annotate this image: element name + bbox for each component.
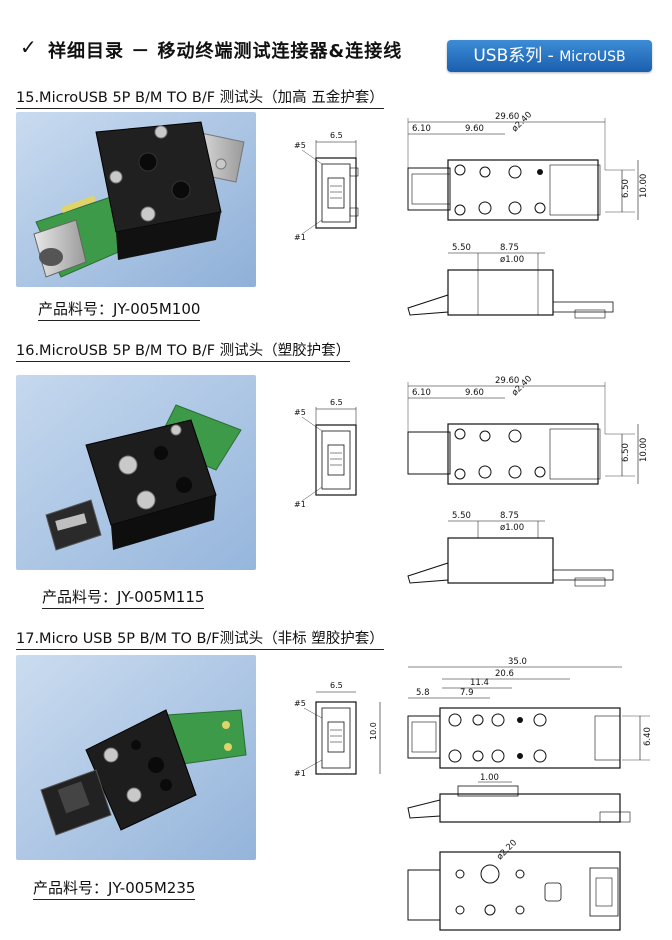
dim-c-label: 7.9 [460, 688, 474, 698]
front-width-label: 6.5 [330, 398, 343, 407]
product-16-side-view: 5.50 8.75 ø1.00 [407, 511, 614, 587]
height-h2-label: 10.00 [639, 438, 649, 462]
dim-b-label: 11.4 [470, 678, 489, 688]
pin-1-label: #1 [294, 233, 306, 242]
product-17-front-view: #5 #1 6.5 10.0 [294, 681, 381, 778]
height-h2-label: 10.00 [639, 174, 649, 198]
pin-1-label: #1 [294, 500, 306, 509]
height-h1-label: 6.50 [621, 179, 631, 198]
dim-d2-label: 9.60 [465, 124, 484, 134]
product-15-side-view: 5.50 8.75 ø1.00 [407, 243, 614, 319]
product-16-front-view: #5 #1 6.5 [294, 398, 357, 509]
front-height-label: 10.0 [369, 722, 378, 740]
front-width-label: 6.5 [330, 131, 343, 140]
product-16-part-number: 产品料号：JY-005M115 [42, 586, 205, 609]
height-h1-label: 6.50 [621, 443, 631, 462]
pin-dia-label: ø1.00 [500, 523, 524, 533]
pin-dia-label: ø1.00 [500, 255, 524, 265]
pin-1-label: #1 [294, 769, 306, 778]
overall-length-label: 29.60 [495, 376, 519, 386]
pin-5-label: #5 [294, 408, 306, 417]
product-17-photo [16, 655, 256, 860]
product-17-side-view: 1.00 [407, 773, 631, 823]
page-header: ✓ 祥细目录 － 移动终端测试连接器&连接线 USB系列 - MicroUSB [0, 0, 672, 80]
checkmark-icon: ✓ [20, 35, 37, 59]
dim-a-label: 20.6 [495, 669, 514, 679]
height-h1-label: 6.40 [643, 727, 653, 746]
product-17-bottom-view: ø2.20 [407, 838, 621, 931]
product-15-title: 15.MicroUSB 5P B/M TO B/F 测试头（加高 五金护套） [16, 86, 384, 109]
product-15-front-view: #5 #1 6.5 [294, 131, 359, 242]
product-16-photo [16, 375, 256, 570]
product-15-top-view: 29.60 6.10 9.60 ø2.40 6.50 10.00 [407, 110, 649, 221]
product-17-top-view: 35.0 20.6 11.4 7.9 5.8 6.40 [407, 657, 653, 769]
dim-d2-label: 9.60 [465, 388, 484, 398]
dim-s1-label: 5.50 [452, 511, 471, 521]
pin-5-label: #5 [294, 141, 306, 150]
overall-length-label: 29.60 [495, 112, 519, 122]
product-16-top-view: 29.60 6.10 9.60 ø2.40 6.50 10.00 [407, 374, 649, 485]
dim-s2-label: 8.75 [500, 511, 519, 521]
dim-s2-label: 8.75 [500, 243, 519, 253]
hole-dia-label: ø2.20 [495, 838, 519, 862]
product-17-title: 17.Micro USB 5P B/M TO B/F测试头（非标 塑胶护套） [16, 627, 384, 650]
dim-d1-label: 6.10 [412, 388, 431, 398]
page-title: 祥细目录 － 移动终端测试连接器&连接线 [48, 41, 403, 62]
dim-d1-label: 6.10 [412, 124, 431, 134]
overall-length-label: 35.0 [508, 657, 527, 667]
product-15-photo [16, 112, 256, 287]
series-badge: USB系列 - MicroUSB [447, 40, 652, 72]
series-badge-main: USB系列 - [473, 46, 560, 66]
product-15-part-number: 产品料号：JY-005M100 [38, 298, 201, 321]
front-width-label: 6.5 [330, 681, 343, 690]
dim-s1-label: 5.50 [452, 243, 471, 253]
series-badge-sub: MicroUSB [559, 49, 626, 65]
dim-d-label: 5.8 [416, 688, 430, 698]
product-16-title: 16.MicroUSB 5P B/M TO B/F 测试头（塑胶护套） [16, 339, 351, 362]
pin-5-label: #5 [294, 699, 306, 708]
product-17-part-number: 产品料号：JY-005M235 [33, 877, 196, 900]
step-label: 1.00 [480, 773, 499, 783]
